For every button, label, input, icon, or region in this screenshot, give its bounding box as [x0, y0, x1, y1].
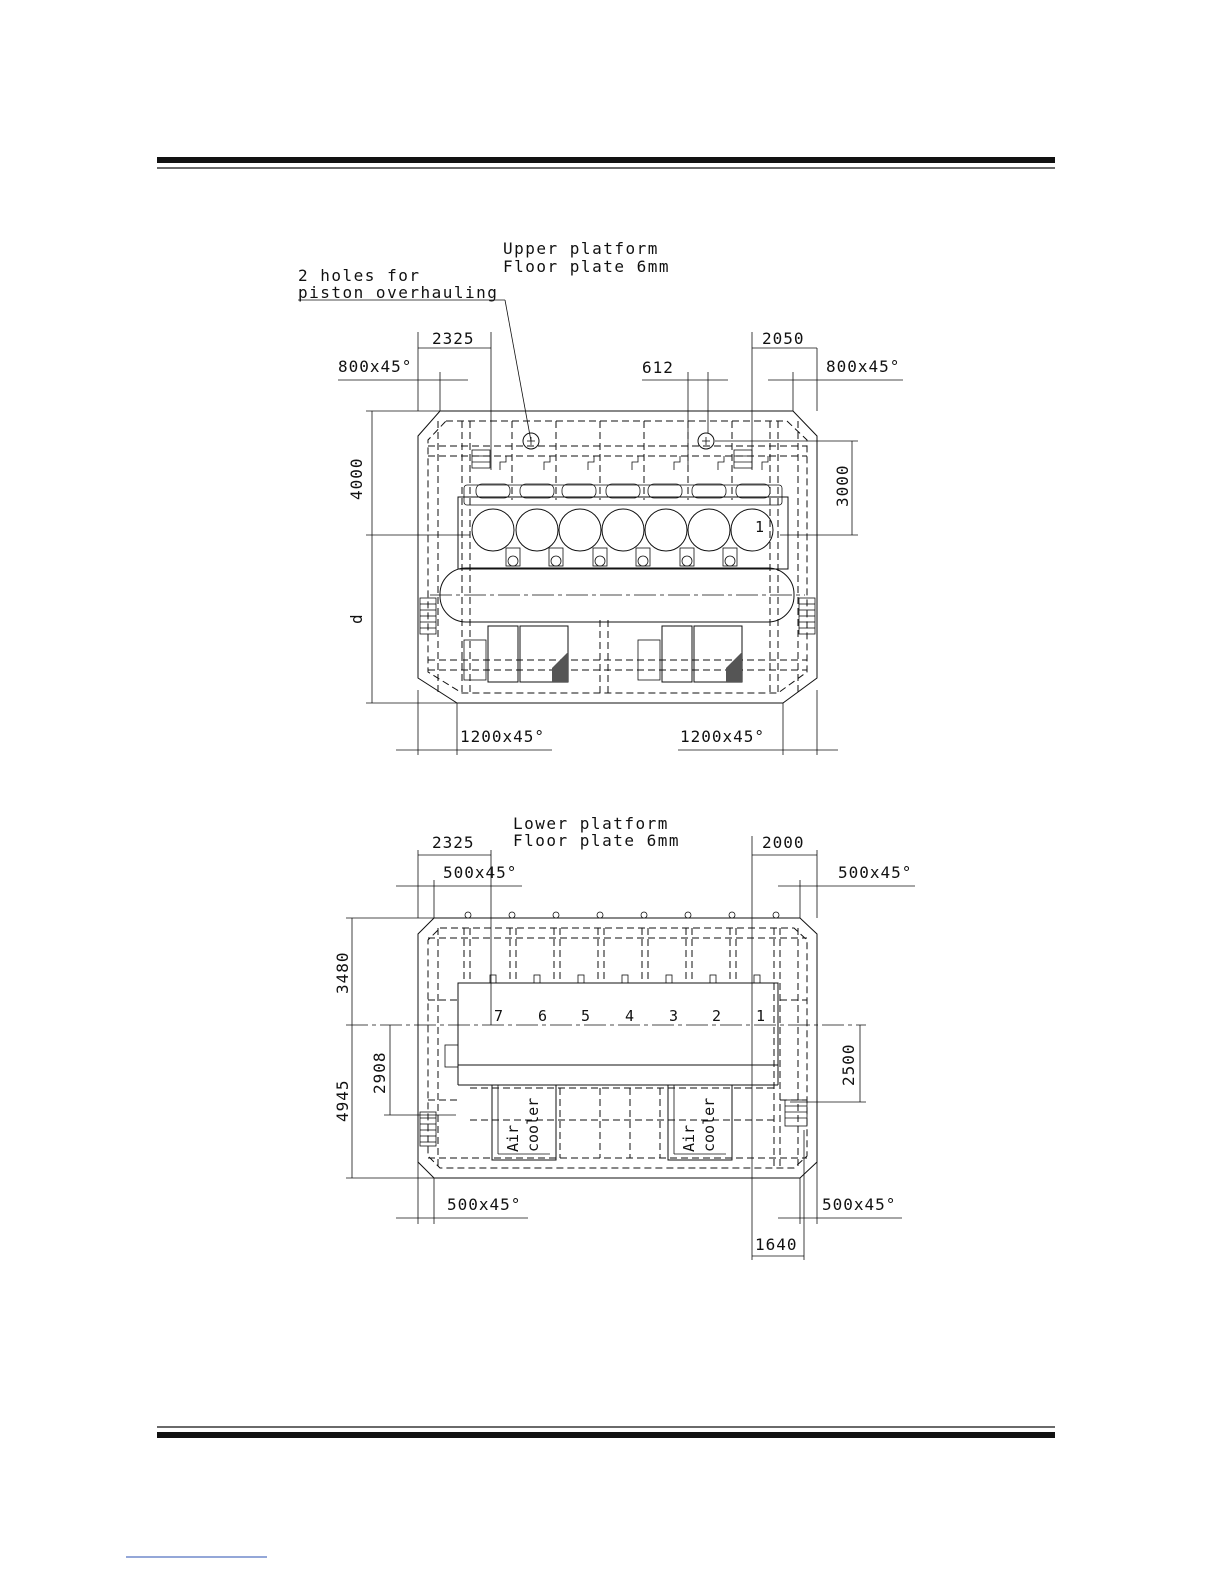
cylinder-number-4: 4 [625, 1007, 634, 1025]
lower-air-cooler-right-word2: cooler [700, 1098, 718, 1152]
upper-dim-center: 612 [642, 358, 674, 377]
lower-dim-1640: 1640 [755, 1235, 798, 1254]
upper-chamfer-top-left: 800x45° [338, 357, 412, 376]
lower-dim-2908: 2908 [370, 1051, 389, 1094]
upper-platform-title: Upper platform [503, 239, 659, 258]
lower-chamfer-top-left: 500x45° [443, 863, 517, 882]
lower-air-cooler-left-word1: Air [504, 1125, 522, 1152]
lower-chamfer-bottom-right: 500x45° [822, 1195, 896, 1214]
lower-floor-plate: Floor plate 6mm [513, 831, 680, 850]
cylinder-number-2: 2 [712, 1007, 721, 1025]
upper-floor-plate: Floor plate 6mm [503, 257, 670, 276]
lower-platform-outline [418, 918, 817, 1178]
lower-chamfer-bottom-left: 500x45° [447, 1195, 521, 1214]
lower-top-bolts [465, 912, 779, 918]
upper-engine-block [458, 497, 788, 569]
lower-air-cooler-left-word2: cooler [524, 1098, 542, 1152]
lower-dim-left: 2325 [432, 833, 475, 852]
upper-turbocharger-left [464, 626, 568, 682]
cylinder-number-6: 6 [538, 1007, 547, 1025]
upper-chamfer-top-right: 800x45° [826, 357, 900, 376]
upper-overhaul-hole-right [698, 433, 714, 449]
lower-air-cooler-right-word1: Air [680, 1125, 698, 1152]
cylinder-number-5: 5 [581, 1007, 590, 1025]
lower-platform: 7 6 5 4 3 2 1 Air cooler Air cooler [333, 814, 915, 1260]
upper-dim-height-top: 4000 [347, 457, 366, 500]
lower-dim-right: 2000 [762, 833, 805, 852]
upper-chamfer-bottom-right: 1200x45° [680, 727, 765, 746]
lower-dim-4945: 4945 [333, 1079, 352, 1122]
header-rule [157, 157, 1055, 168]
lower-chamfer-top-right: 500x45° [838, 863, 912, 882]
lower-air-cooler-left: Air cooler [492, 1085, 556, 1160]
upper-dim-right: 2050 [762, 329, 805, 348]
upper-dim-height-d: d [347, 613, 366, 624]
upper-chamfer-bottom-left: 1200x45° [460, 727, 545, 746]
upper-turbocharger-right [638, 626, 742, 682]
upper-dim-right-vertical: 3000 [833, 464, 852, 507]
lower-air-cooler-right: Air cooler [668, 1085, 732, 1160]
upper-platform-outline [418, 411, 817, 703]
upper-cylinders [472, 509, 773, 551]
footer-rule [157, 1427, 1055, 1438]
lower-engine-block [458, 983, 778, 1065]
upper-dim-left: 2325 [432, 329, 475, 348]
cylinder-number-7: 7 [494, 1007, 503, 1025]
lower-right-stair [785, 1100, 807, 1126]
cylinder-number-3: 3 [669, 1007, 678, 1025]
lower-dim-3480: 3480 [333, 951, 352, 994]
lower-dim-2500: 2500 [839, 1043, 858, 1086]
lower-cylinder-numbers: 7 6 5 4 3 2 1 [494, 1007, 765, 1025]
upper-cylinder-mark: 1 [755, 518, 764, 536]
upper-holes-note-2: piston overhauling [298, 283, 498, 302]
upper-top-stairs [472, 450, 752, 468]
cylinder-number-1: 1 [756, 1007, 765, 1025]
upper-rocker-covers [476, 484, 770, 498]
upper-platform: 1 Up [298, 239, 903, 755]
